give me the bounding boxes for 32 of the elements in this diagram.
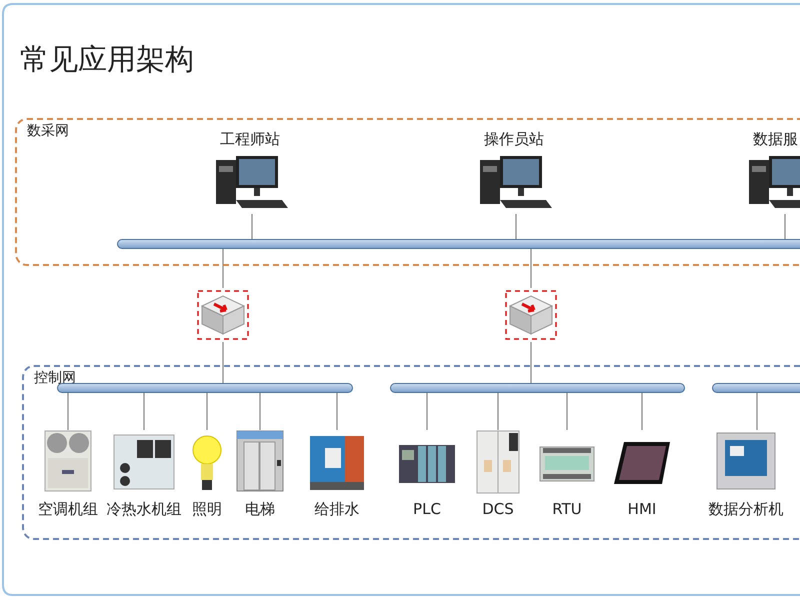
connector-line (222, 248, 224, 288)
connector-line (222, 342, 224, 384)
station-label: 数据服 (753, 130, 798, 149)
device-label: HMI (628, 500, 656, 518)
zone-label: 控制网 (34, 369, 76, 387)
connector-line (784, 214, 786, 240)
connector-line (206, 392, 208, 430)
device-label: RTU (552, 500, 582, 518)
network-bus (712, 383, 800, 393)
connector-line (530, 342, 532, 384)
network-zone (15, 118, 800, 266)
device-label: DCS (482, 500, 514, 518)
connector-line (336, 392, 338, 430)
network-bus (57, 383, 353, 393)
device-label: 照明 (192, 500, 222, 519)
device-label: 空调机组 (38, 500, 98, 519)
network-bus (390, 383, 685, 393)
device-label: 电梯 (245, 500, 275, 519)
device-label: 冷热水机组 (106, 500, 182, 519)
station-label: 操作员站 (484, 130, 544, 149)
device-label: 数据分析机 (708, 500, 784, 519)
network-bus (117, 239, 800, 249)
connector-line (756, 392, 758, 430)
connector-line (566, 392, 568, 430)
title: 常见应用架构 (20, 41, 194, 78)
device-label: 给排水 (314, 500, 360, 519)
connector-line (530, 248, 532, 288)
connector-line (426, 392, 428, 430)
zone-label: 数采网 (27, 122, 69, 140)
device-label: PLC (413, 500, 441, 518)
station-label: 工程师站 (220, 130, 280, 149)
network-zone (22, 365, 800, 540)
